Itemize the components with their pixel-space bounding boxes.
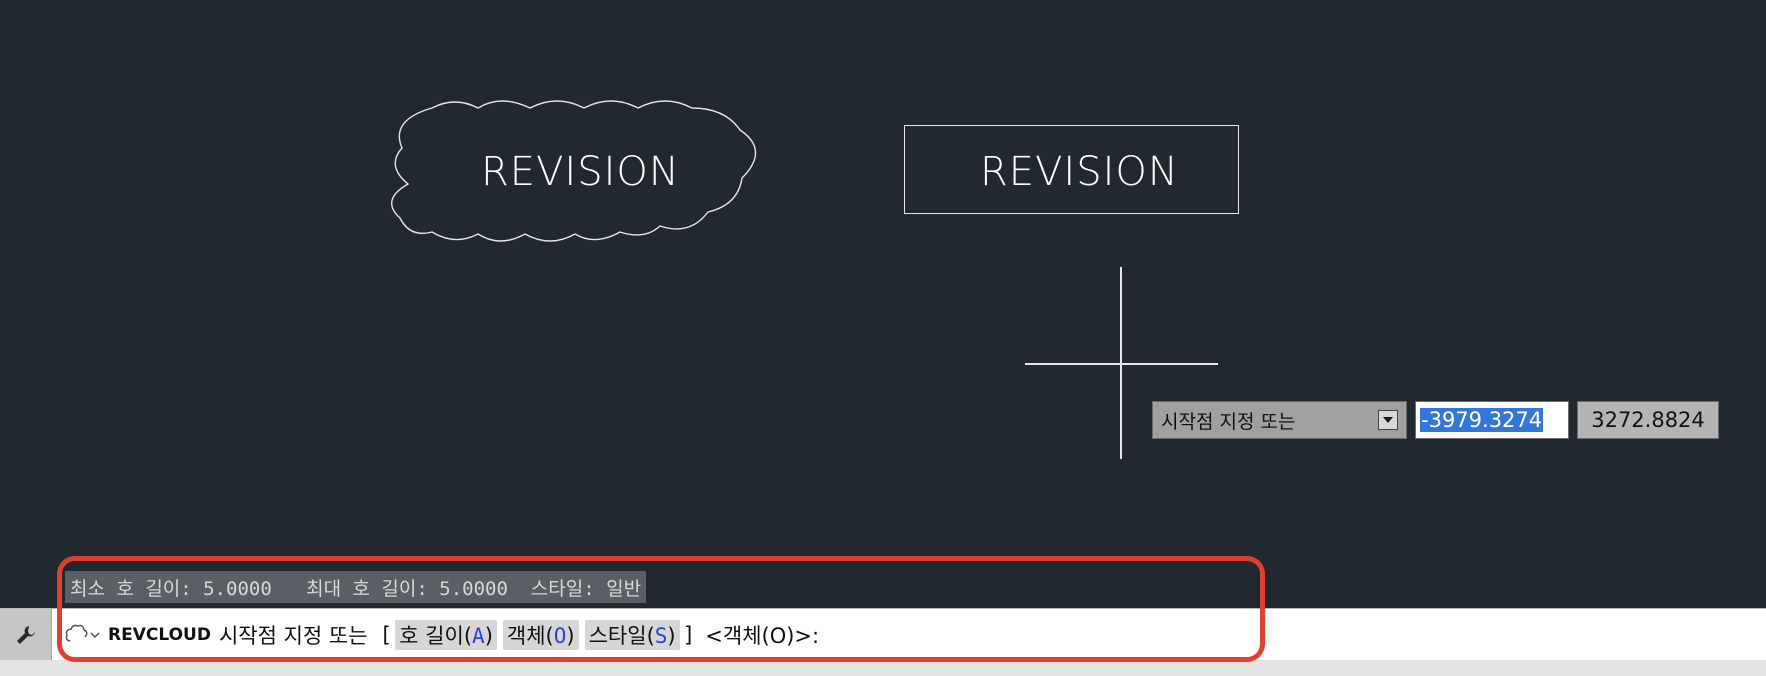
option-style-key: S — [654, 624, 668, 648]
box-revision-text[interactable]: REVISION — [980, 149, 1179, 195]
drawing-canvas[interactable]: REVISION REVISION 시작점 지정 또는 -3979.3274 3… — [0, 0, 1766, 608]
option-arc-length[interactable]: 호 길이(A) — [395, 620, 497, 650]
wrench-icon — [16, 626, 35, 644]
option-close-bracket: ] — [682, 623, 696, 647]
option-arc-length-key: A — [472, 624, 485, 648]
bottom-strip — [0, 660, 1766, 676]
option-style-label: 스타일 — [588, 624, 647, 648]
revision-box-rectangle[interactable] — [904, 125, 1239, 214]
customize-button[interactable] — [0, 609, 52, 661]
option-open-bracket: [ — [379, 623, 393, 647]
x-coordinate-input[interactable]: -3979.3274 — [1415, 401, 1569, 439]
option-arc-length-label: 호 길이 — [399, 624, 464, 648]
x-coordinate-value: -3979.3274 — [1420, 408, 1544, 432]
command-prompt-text: 시작점 지정 또는 — [218, 624, 368, 648]
dynamic-input-prompt: 시작점 지정 또는 — [1152, 401, 1407, 439]
command-name: REVCLOUD — [108, 625, 211, 645]
cloud-revision-text[interactable]: REVISION — [481, 149, 680, 195]
command-input[interactable]: REVCLOUD 시작점 지정 또는 [ 호 길이(A) 객체(O) 스타일(S… — [52, 609, 1766, 661]
dynamic-prompt-label: 시작점 지정 또는 — [1161, 410, 1296, 433]
dropdown-arrow-icon[interactable] — [1378, 410, 1398, 430]
y-coordinate-value: 3272.8824 — [1591, 408, 1705, 432]
revcloud-command-icon[interactable] — [64, 623, 100, 647]
option-object-key: O — [553, 624, 567, 648]
command-line-bar: REVCLOUD 시작점 지정 또는 [ 호 길이(A) 객체(O) 스타일(S… — [0, 608, 1766, 661]
option-object[interactable]: 객체(O) — [502, 620, 579, 650]
command-history-line: 최소 호 길이: 5.0000 최대 호 길이: 5.0000 스타일: 일반 — [65, 571, 647, 603]
crosshair-horizontal — [1025, 363, 1218, 365]
revision-cloud-shape[interactable] — [0, 0, 1766, 608]
y-coordinate-input[interactable]: 3272.8824 — [1577, 401, 1719, 439]
option-style[interactable]: 스타일(S) — [584, 620, 680, 650]
default-option-text: <객체(O)>: — [705, 624, 820, 648]
option-object-label: 객체 — [506, 624, 546, 648]
cloud-icon — [65, 624, 88, 642]
chevron-down-icon — [90, 632, 100, 639]
crosshair-vertical — [1120, 267, 1122, 459]
